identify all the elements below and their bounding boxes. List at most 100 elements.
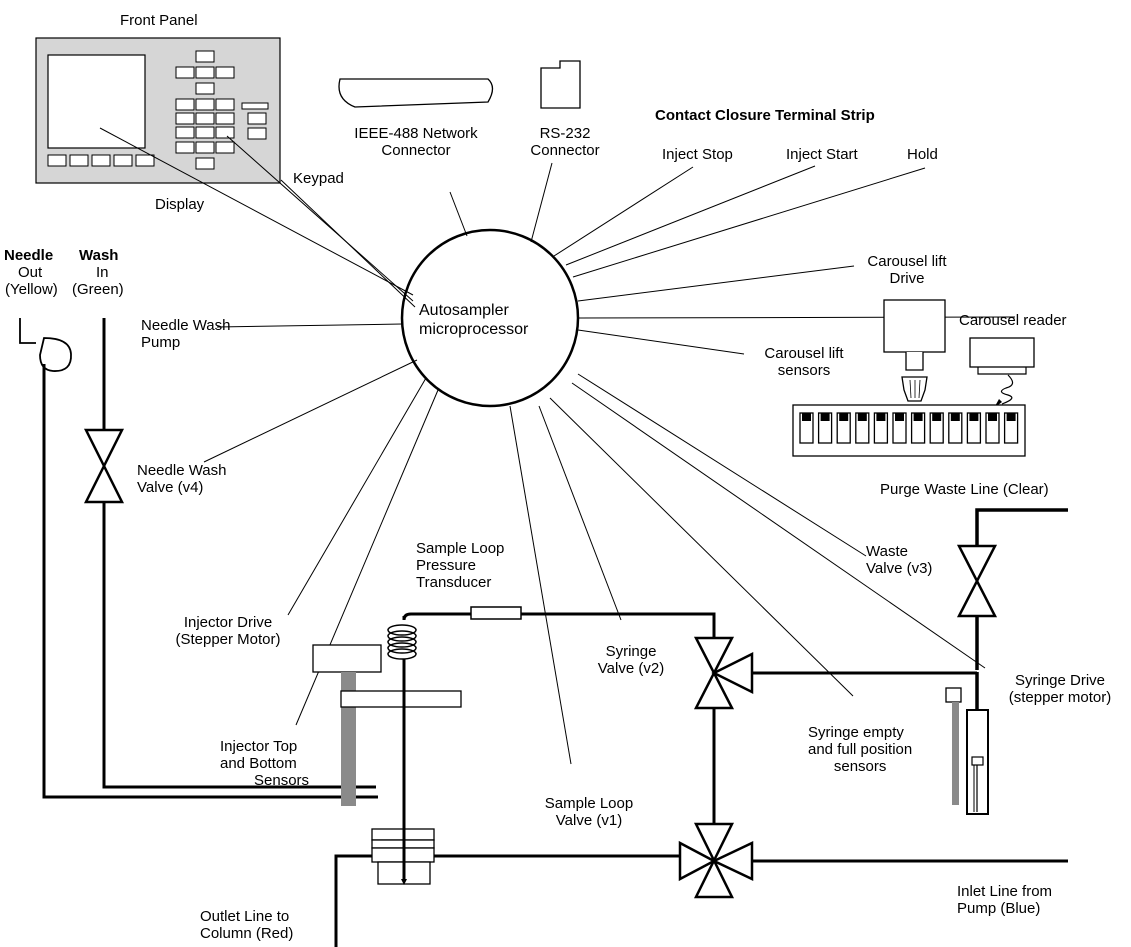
sample-loop-coil xyxy=(387,624,417,660)
syringe-drive-label: Syringe Drive (stepper motor) xyxy=(993,672,1127,706)
carousel-lift-sensors-line-2: sensors xyxy=(777,362,831,379)
inject-stop-label: Inject Stop xyxy=(662,146,733,163)
carousel-reader-label: Carousel reader xyxy=(959,312,1067,329)
front-panel-display xyxy=(47,54,146,149)
carousel-slot-cap xyxy=(1006,413,1016,421)
carousel-slot-cap xyxy=(988,413,997,421)
sample-loop-valve-label: Sample Loop Valve (v1) xyxy=(534,795,644,829)
green-label: (Green) xyxy=(72,281,124,298)
carousel-slot-cap xyxy=(969,413,979,421)
injector-drive-line-2: (Stepper Motor) xyxy=(175,631,281,648)
carousel-lift-drive-box xyxy=(883,299,946,353)
pressure-transducer xyxy=(470,606,522,620)
carousel-lift-sensors-label: Carousel lift sensors xyxy=(744,345,864,379)
carousel-slot-cap xyxy=(820,413,830,421)
syringe-drive-line-2: (stepper motor) xyxy=(1008,689,1112,706)
syringe-sensor-bar xyxy=(952,702,959,805)
needle-label: Needle xyxy=(4,247,54,264)
ieee-label-line-2: Connector xyxy=(381,142,451,159)
carousel-slot-cap xyxy=(876,413,886,421)
syringe-sensors-line-1: Syringe empty xyxy=(808,724,904,741)
inlet-line-label: Inlet Line from Pump (Blue) xyxy=(957,883,1052,917)
needle-wash-pump-label: Needle Wash Pump xyxy=(141,317,231,351)
transducer-line-2: Pressure xyxy=(416,557,477,574)
carousel-slot-cap xyxy=(839,413,849,421)
syringe-valve-line-1: Syringe xyxy=(605,643,657,660)
carousel-lift-drive-line-1: Carousel lift xyxy=(867,253,947,270)
front-panel xyxy=(35,37,281,184)
carousel-slot-cap xyxy=(950,413,960,421)
needle-wash-tubing xyxy=(19,318,378,799)
injector-sensors-line-2: and Bottom xyxy=(220,755,297,772)
carousel-lift-drive-line-2: Drive xyxy=(889,270,925,287)
syringe-valve-label: Syringe Valve (v2) xyxy=(586,643,676,677)
sample-loop-valve-line-1: Sample Loop xyxy=(544,795,634,812)
inlet-line-1: Inlet Line from xyxy=(957,883,1053,900)
ieee-connector-label: IEEE-488 Network Connector xyxy=(336,125,496,159)
injector-sensors-line-1: Injector Top xyxy=(220,738,298,755)
injector-sensors-line-3: Sensors xyxy=(254,772,310,789)
injector-sensors-label: Injector Top and Bottom Sensors xyxy=(220,738,309,789)
waste-valve-line-2: Valve (v3) xyxy=(866,560,933,577)
carousel-lift-drive-label: Carousel lift Drive xyxy=(852,253,962,287)
sample-loop-valve-line-2: Valve (v1) xyxy=(555,812,623,829)
wash-label: Wash xyxy=(79,247,119,264)
outlet-line-label: Outlet Line to Column (Red) xyxy=(200,908,293,942)
injector-drive-line-1: Injector Drive xyxy=(183,614,273,631)
needle-wash-pump-line-1: Needle Wash xyxy=(141,317,231,334)
syringe-sensors-line-3: sensors xyxy=(833,758,887,775)
carousel-slot-cap xyxy=(913,413,923,421)
microprocessor-line-1: Autosampler xyxy=(419,302,509,319)
syringe-sensor-box xyxy=(945,687,962,703)
needle-wash-pump-line-2: Pump xyxy=(141,334,181,351)
transducer-line-3: Transducer xyxy=(416,574,492,591)
needle-wash-in-line xyxy=(102,318,376,789)
microprocessor-label: Autosampler microprocessor xyxy=(419,301,528,339)
microprocessor-line-2: microprocessor xyxy=(419,321,529,338)
carousel-lift-sensors-line-1: Carousel lift xyxy=(764,345,844,362)
needle-wash-valve-line-1: Needle Wash xyxy=(137,462,227,479)
needle-wash-valve-line-2: Valve (v4) xyxy=(137,479,204,496)
sample-loop-valve-left-port xyxy=(678,840,717,882)
ieee-488-connector xyxy=(338,78,494,108)
purge-waste-line-label: Purge Waste Line (Clear) xyxy=(880,481,1049,498)
outlet-line-1: Outlet Line to xyxy=(200,908,290,925)
sample-loop-transducer-label: Sample Loop Pressure Transducer xyxy=(416,540,504,591)
needle-wash-valve-label: Needle Wash Valve (v4) xyxy=(137,462,227,496)
rs232-label-line-1: RS-232 xyxy=(539,125,591,142)
hold-label: Hold xyxy=(907,146,938,163)
inlet-line-2: Pump (Blue) xyxy=(957,900,1041,917)
rs232-label-line-2: Connector xyxy=(530,142,600,159)
needle-wash-out-line xyxy=(42,364,378,799)
carousel-slot-cap xyxy=(857,413,867,421)
waste-valve-line-1: Waste xyxy=(866,543,908,560)
injector-plate xyxy=(340,690,462,708)
injector-drive-label: Injector Drive (Stepper Motor) xyxy=(158,614,298,648)
sample-loop-tubing xyxy=(334,612,1068,947)
carousel-slot-cap xyxy=(932,413,942,421)
ieee-label-line-1: IEEE-488 Network xyxy=(354,125,478,142)
out-label: Out xyxy=(18,264,43,281)
carousel-reader-arrow-icon xyxy=(1000,374,1014,405)
syringe-valve-line-2: Valve (v2) xyxy=(597,660,665,677)
front-panel-label: Front Panel xyxy=(120,12,198,29)
waste-valve xyxy=(956,544,998,618)
inject-start-label: Inject Start xyxy=(786,146,858,163)
waste-valve-label: Waste Valve (v3) xyxy=(866,543,932,577)
carousel-reader-box xyxy=(969,337,1035,368)
syringe-sensors-label: Syringe empty and full position sensors xyxy=(808,724,912,775)
transducer-line-1: Sample Loop xyxy=(416,540,505,557)
rs232-connector-label: RS-232 Connector xyxy=(519,125,611,159)
sample-loop-valve-right-port xyxy=(711,841,754,881)
carousel-slot-cap xyxy=(895,413,904,421)
purge-waste-line xyxy=(975,508,1068,546)
yellow-label: (Yellow) xyxy=(5,281,58,298)
display-label: Display xyxy=(155,196,205,213)
front-panel-bottom-keys xyxy=(47,154,155,167)
syringe-drive-line-1: Syringe Drive xyxy=(1014,672,1106,689)
carousel-slots xyxy=(799,412,1019,444)
rs-232-connector xyxy=(540,60,581,109)
needle-wash-valve xyxy=(83,428,125,504)
carousel-lift-foot xyxy=(901,376,928,402)
